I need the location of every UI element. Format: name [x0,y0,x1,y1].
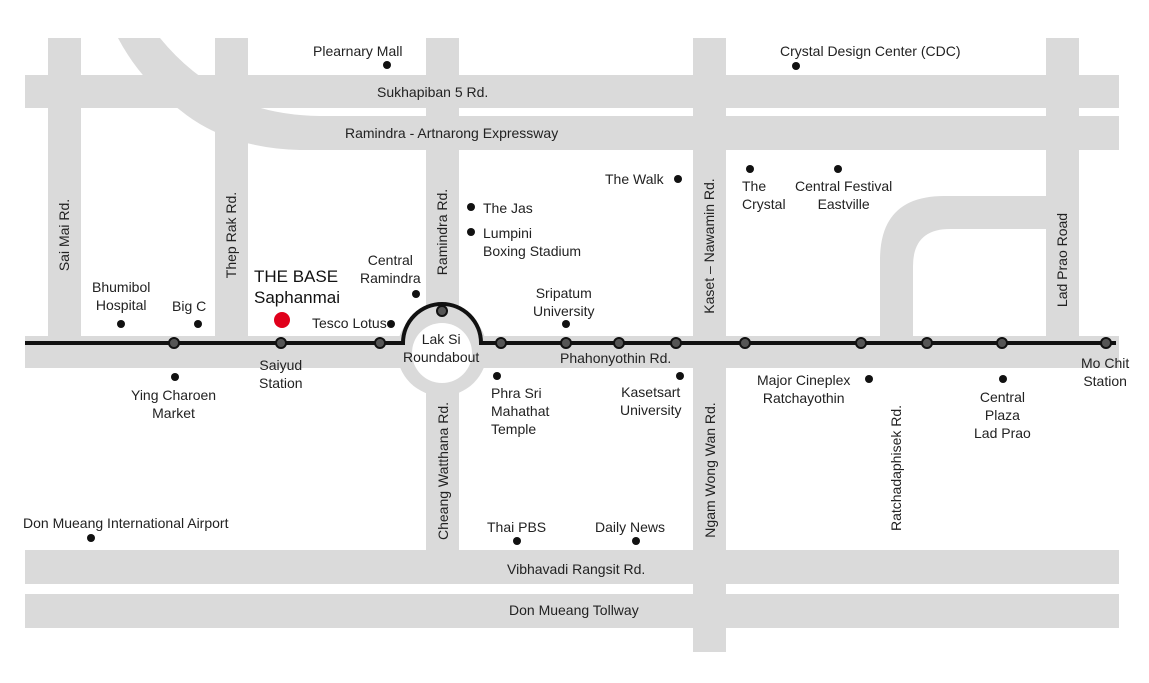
label-central-festival: Central Festival Eastville [795,178,893,212]
landmark-dot [792,62,800,70]
station-dot [1100,337,1112,349]
station-dot [168,337,180,349]
roundabout-center [412,323,472,383]
road-label-phahonyothin: Phahonyothin Rd. [560,350,672,366]
label-sripatum: Sripatum University [533,285,595,319]
label-mo-chit: Mo Chit Station [1081,355,1130,389]
label-big-c: Big C [172,298,207,314]
landmark-dot [746,165,754,173]
landmark-dot [383,61,391,69]
label-don-mueang: Don Mueang International Airport [23,515,229,531]
station-dot [670,337,682,349]
road-tollway [25,594,1119,628]
landmark-dot [171,373,179,381]
road-label-ramindra: Ramindra Rd. [434,188,450,276]
landmark-dot [865,375,873,383]
station-dot [613,337,625,349]
label-kasetsart: Kasetsart University [620,384,682,418]
landmark-dot [412,290,420,298]
label-plearnary-mall: Plearnary Mall [313,43,403,59]
station-dot [495,337,507,349]
landmark-dot [467,228,475,236]
label-daily-news: Daily News [595,519,666,535]
road-network [25,38,1119,652]
label-the-jas: The Jas [483,200,533,216]
landmark-dot [562,320,570,328]
landmark-dot [513,537,521,545]
landmark-dot [467,203,475,211]
the-base-marker [274,312,290,328]
label-lak-si: Lak Si Roundabout [403,331,480,365]
road-label-sukhapiban: Sukhapiban 5 Rd. [377,84,489,100]
landmark-dot [194,320,202,328]
road-label-thep-rak: Thep Rak Rd. [223,191,239,279]
landmark-dot [999,375,1007,383]
station-dot [739,337,751,349]
label-ying-charoen: Ying Charoen Market [131,387,217,421]
stations [168,305,1112,349]
label-saiyud: Saiyud Station [259,357,303,391]
road-label-cheang-watthana: Cheang Watthana Rd. [435,401,451,541]
rail-line [25,302,1116,345]
road-expressway [118,38,1119,150]
label-phra-sri: Phra Sri Mahathat Temple [491,385,550,437]
label-bhumibol: Bhumibol Hospital [92,279,151,313]
station-dot [921,337,933,349]
road-label-ngam-wong-wan: Ngam Wong Wan Rd. [702,402,718,538]
road-label-expressway: Ramindra - Artnarong Expressway [345,125,559,141]
station-dot [996,337,1008,349]
road-label-vibhavadi: Vibhavadi Rangsit Rd. [507,561,646,577]
label-tesco: Tesco Lotus [312,315,387,331]
station-dot [374,337,386,349]
landmark-dot [632,537,640,545]
landmark-dot [676,372,684,380]
landmark-dot [117,320,125,328]
label-central-ramindra: Central Ramindra [360,252,421,286]
label-the-crystal: The Crystal [742,178,786,212]
station-dot [436,305,448,317]
label-central-plaza: Central Plaza Lad Prao [974,389,1031,441]
road-label-lad-prao: Lad Prao Road [1054,212,1070,308]
landmark-dot [674,175,682,183]
road-label-kaset-nawamin: Kaset – Nawamin Rd. [701,178,717,314]
station-dot [560,337,572,349]
landmark-dots [87,61,1007,545]
label-the-base: THE BASE Saphanmai [254,267,341,307]
road-label-tollway: Don Mueang Tollway [509,602,639,618]
road-ratchadaphisek [880,196,1046,366]
label-lumpini: Lumpini Boxing Stadium [483,225,582,259]
landmark-dot [834,165,842,173]
road-cheang-watthana [426,372,459,550]
label-cdc: Crystal Design Center (CDC) [780,43,961,59]
road-vibhavadi [25,550,1119,584]
label-the-walk: The Walk [605,171,664,187]
road-label-sai-mai: Sai Mai Rd. [56,198,72,272]
station-dot [275,337,287,349]
landmark-dot [387,320,395,328]
station-dot [855,337,867,349]
road-label-ratchadaphisek: Ratchadaphisek Rd. [888,404,904,532]
label-thai-pbs: Thai PBS [487,519,547,535]
landmark-dot [87,534,95,542]
label-major-cineplex: Major Cineplex Ratchayothin [757,372,851,406]
landmark-dot [493,372,501,380]
